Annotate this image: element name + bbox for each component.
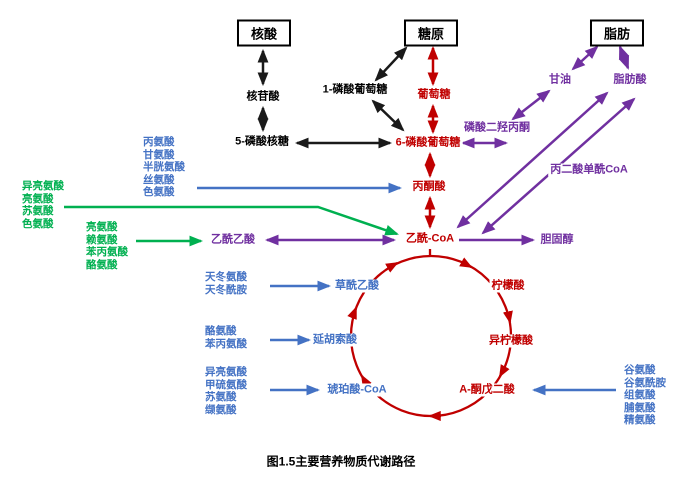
node-citrate: 柠檬酸 [489, 279, 527, 293]
amino-group-to-fumarate: 酪氨酸 苯丙氨酸 [205, 325, 247, 350]
node-alpha-ketoglutarate: A-酮戊二酸 [457, 383, 517, 397]
amino-group-to-oxaloacetate: 天冬氨酸 天冬酰胺 [205, 271, 247, 296]
amino-acid: 色氨酸 [22, 217, 54, 230]
tca-arrowhead-1 [459, 257, 473, 269]
node-acetyl-coa: 乙酰-CoA [403, 232, 457, 246]
node-pyruvate: 丙酮酸 [410, 180, 448, 194]
amino-acid: 甘氨酸 [143, 148, 175, 161]
amino-acid: 酪氨酸 [86, 258, 118, 271]
tca-arrowhead-7 [385, 261, 399, 273]
arrow-glucose1p-glucose6p [371, 99, 405, 132]
amino-acid: 谷氨酸 [624, 364, 656, 376]
amino-group-glucogenic-pyruvate: 丙氨酸 甘氨酸 半胱氨酸 丝氨酸 色氨酸 [143, 136, 185, 199]
amino-acid: 丙氨酸 [143, 136, 175, 148]
tca-arrowhead-6 [347, 306, 358, 320]
amino-acid: 异亮氨酸 [22, 180, 64, 192]
amino-acid: 半胱氨酸 [143, 161, 185, 174]
node-malonyl-coa: 丙二酸单酰CoA [548, 163, 630, 177]
amino-acid: 异亮氨酸 [205, 366, 247, 378]
node-fumarate: 延胡索酸 [311, 333, 359, 347]
amino-group-ketogenic-far-left: 异亮氨酸 亮氨酸 苏氨酸 色氨酸 [22, 180, 64, 230]
amino-acid: 谷氨酰胺 [624, 376, 666, 389]
amino-acid: 组氨酸 [624, 389, 656, 402]
node-dihydroxyacetone-phosphate: 磷酸二羟丙酮 [462, 121, 532, 135]
amino-acid: 亮氨酸 [86, 221, 118, 233]
node-glucose: 葡萄糖 [415, 88, 453, 102]
amino-acid: 脯氨酸 [624, 401, 656, 414]
node-fatty-acid: 脂肪酸 [611, 73, 649, 87]
amino-acid: 亮氨酸 [22, 192, 54, 205]
node-succinyl-coa: 琥珀酸-CoA [325, 383, 389, 397]
amino-acid: 甲硫氨酸 [205, 378, 247, 391]
amino-acid: 苏氨酸 [22, 205, 54, 218]
arrow-glycogen-glucose1p [374, 46, 408, 82]
amino-acid: 缬氨酸 [205, 403, 237, 416]
arrow-fat-fattyacid [618, 45, 630, 70]
box-nucleic-acid: 核酸 [236, 19, 292, 47]
amino-acid: 酪氨酸 [205, 325, 237, 337]
amino-group-to-succinyl: 异亮氨酸 甲硫氨酸 苏氨酸 缬氨酸 [205, 366, 247, 416]
amino-group-ketogenic-left: 亮氨酸 赖氨酸 苯丙氨酸 酪氨酸 [86, 221, 128, 271]
tca-arrowhead-2 [502, 310, 513, 324]
arrow-fattyacid-acetylcoa-oxidation [456, 91, 609, 229]
arrow-fat-glycerol [571, 45, 599, 71]
box-glycogen: 糖原 [403, 19, 459, 47]
amino-acid: 精氨酸 [624, 414, 656, 427]
tca-arrowhead-3 [498, 364, 510, 378]
node-glucose-6-phosphate: 6-磷酸葡萄糖 [393, 136, 463, 150]
amino-acid: 丝氨酸 [143, 173, 175, 186]
arrow-glycerol-dhap [511, 89, 551, 121]
amino-group-to-alpha-kg: 谷氨酸 谷氨酰胺 组氨酸 脯氨酸 精氨酸 [624, 364, 666, 427]
arrow-ketogenic-acetylcoa [64, 205, 399, 236]
node-acetoacetate: 乙酰乙酸 [209, 233, 257, 247]
amino-acid: 苯丙氨酸 [86, 246, 128, 259]
node-isocitrate: 异柠檬酸 [487, 334, 535, 348]
node-nucleotide: 核苷酸 [244, 90, 282, 104]
node-ribose-5-phosphate: 5-磷酸核糖 [233, 135, 291, 149]
amino-acid: 色氨酸 [143, 186, 175, 199]
box-fat: 脂肪 [589, 19, 645, 47]
node-cholesterol: 胆固醇 [538, 233, 576, 247]
amino-acid: 苏氨酸 [205, 391, 237, 404]
node-glucose-1-phosphate: 1-磷酸葡萄糖 [320, 83, 390, 97]
amino-acid: 苯丙氨酸 [205, 337, 247, 350]
node-glycerol: 甘油 [547, 73, 573, 87]
amino-acid: 天冬酰胺 [205, 283, 247, 296]
node-oxaloacetate: 草酰乙酸 [333, 279, 381, 293]
figure-caption: 图1.5主要营养物质代谢路径 [266, 454, 416, 469]
amino-acid: 赖氨酸 [86, 233, 118, 246]
amino-acid: 天冬氨酸 [205, 271, 247, 283]
